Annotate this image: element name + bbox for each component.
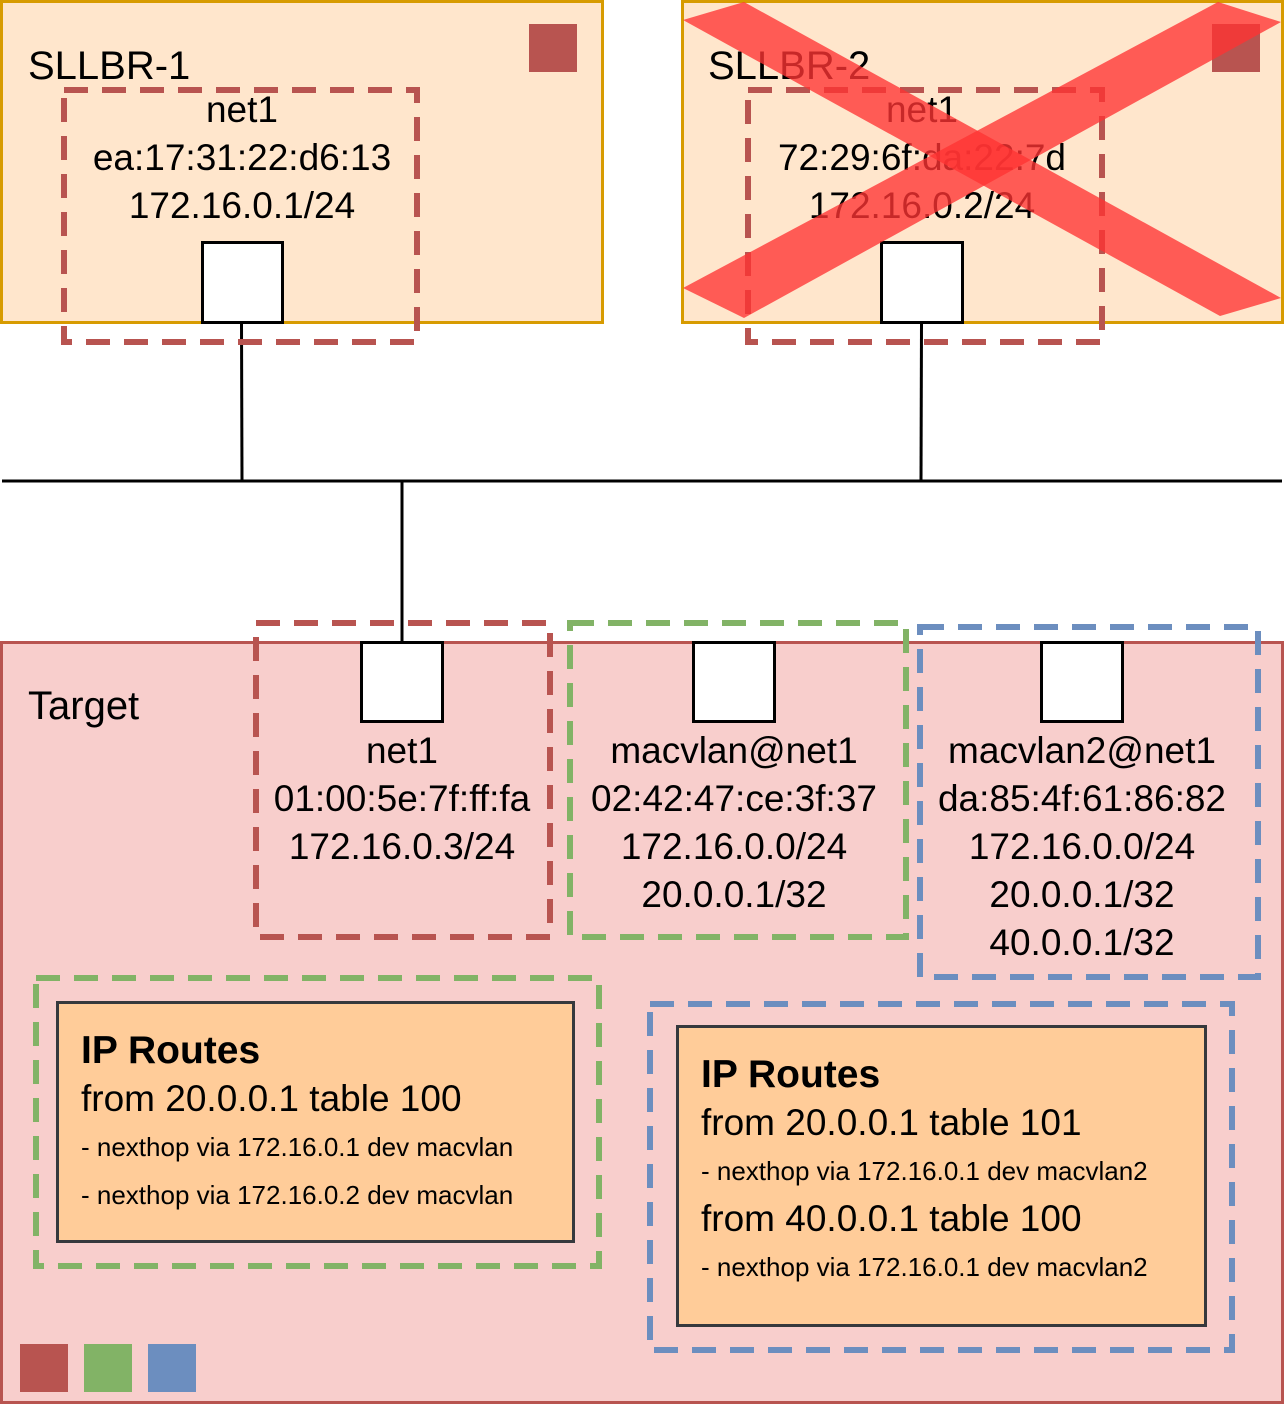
- route-rule: from 20.0.0.1 table 101: [701, 1102, 1082, 1143]
- network-links: [2, 323, 1282, 641]
- cross-stroke-b: [683, 2, 1281, 318]
- iface-mac: ea:17:31:22:d6:13: [92, 137, 392, 178]
- iface-ip: 40.0.0.1/32: [989, 922, 1175, 963]
- ip-routes-macvlan2: IP Routes from 20.0.0.1 table 101 - next…: [676, 1025, 1207, 1327]
- link-sllbr-1: [240, 323, 244, 482]
- sllbr-1-color-tag: [529, 24, 577, 72]
- routes-macvlan2-group: [647, 1001, 1235, 1353]
- iface-name: net1: [205, 89, 278, 130]
- legend-swatch-red: [20, 1344, 68, 1392]
- iface-ip: 20.0.0.1/32: [989, 874, 1175, 915]
- iface-ip: 20.0.0.1/32: [641, 874, 827, 915]
- target-net1-label: net1 01:00:5e:7f:ff:fa 172.16.0.3/24: [252, 727, 552, 871]
- routes-macvlan-group: [33, 975, 602, 1269]
- target-macvlan-port: [692, 641, 776, 723]
- target-macvlan2-port: [1040, 641, 1124, 723]
- legend-swatch-green: [84, 1344, 132, 1392]
- sllbr-1-title: SLLBR-1: [28, 44, 191, 88]
- iface-ip: 172.16.0.1/24: [128, 185, 356, 226]
- iface-ip: 172.16.0.3/24: [288, 826, 516, 867]
- iface-mac: 01:00:5e:7f:ff:fa: [273, 778, 531, 819]
- target-title: Target: [28, 684, 140, 728]
- iface-ip: 172.16.0.0/24: [968, 826, 1196, 867]
- route-nexthop: - nexthop via 172.16.0.1 dev macvlan: [81, 1132, 514, 1162]
- routes-heading: IP Routes: [701, 1053, 881, 1096]
- legend-swatch-blue: [148, 1344, 196, 1392]
- route-rule: from 40.0.0.1 table 100: [701, 1198, 1082, 1239]
- target-macvlan2-group: [917, 624, 1261, 980]
- ip-routes-macvlan: IP Routes from 20.0.0.1 table 100 - next…: [56, 1001, 575, 1243]
- route-nexthop: - nexthop via 172.16.0.1 dev macvlan2: [701, 1252, 1148, 1282]
- sllbr-1-net1-label: net1 ea:17:31:22:d6:13 172.16.0.1/24: [62, 86, 422, 230]
- iface-mac: 02:42:47:ce:3f:37: [591, 778, 877, 819]
- iface-ip: 172.16.0.0/24: [620, 826, 848, 867]
- iface-name: net1: [365, 730, 438, 771]
- route-nexthop: - nexthop via 172.16.0.2 dev macvlan: [81, 1180, 514, 1210]
- target-net1-port: [360, 641, 444, 723]
- disabled-cross-icon: [683, 2, 1281, 318]
- iface-name: macvlan@net1: [610, 730, 858, 771]
- sllbr-2-net1-port: [880, 241, 964, 324]
- target-macvlan-label: macvlan@net1 02:42:47:ce:3f:37 172.16.0.…: [568, 727, 900, 919]
- route-rule: from 20.0.0.1 table 100: [81, 1078, 462, 1119]
- target-net1-group: [253, 620, 553, 940]
- target-macvlan-group: [567, 620, 909, 940]
- iface-name: macvlan2@net1: [948, 730, 1216, 771]
- route-nexthop: - nexthop via 172.16.0.1 dev macvlan2: [701, 1156, 1148, 1186]
- sllbr-1-net1-port: [201, 241, 284, 324]
- target-macvlan2-label: macvlan2@net1 da:85:4f:61:86:82 172.16.0…: [912, 727, 1252, 967]
- routes-heading: IP Routes: [81, 1029, 261, 1072]
- sllbr-1-node: [0, 0, 604, 324]
- iface-mac: da:85:4f:61:86:82: [937, 778, 1227, 819]
- link-sllbr-2: [919, 323, 923, 482]
- dashed-groups: [33, 87, 1261, 1353]
- sllbr-1-net1-group: [61, 87, 420, 345]
